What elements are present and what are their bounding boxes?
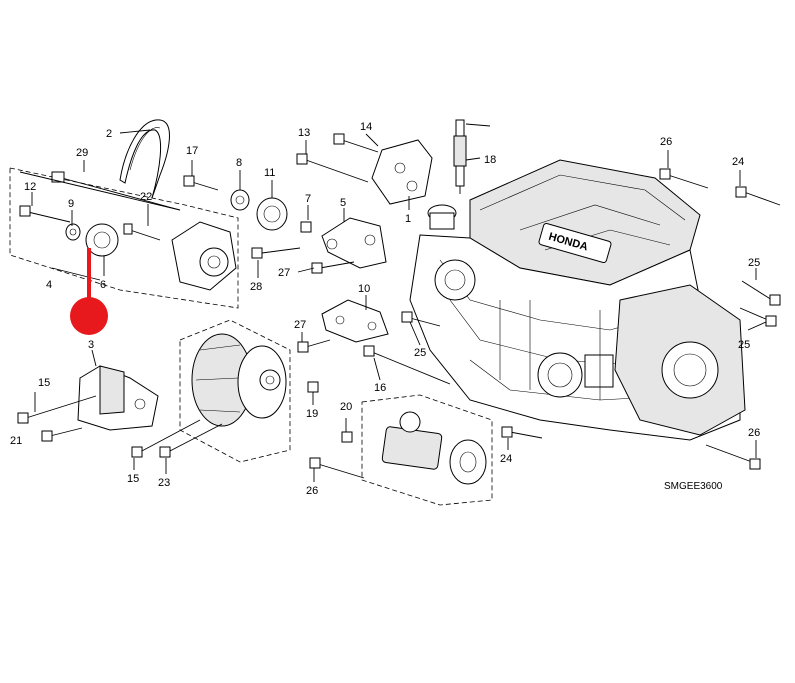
bolt-26-top [659, 168, 709, 189]
starter-group-box [361, 394, 493, 506]
callout-17: 17 [186, 145, 198, 157]
washer-9 [65, 223, 81, 241]
callout-27b: 27 [294, 319, 306, 331]
bolt-28 [251, 247, 301, 259]
callout-24a: 24 [500, 453, 512, 465]
callout-15b: 15 [127, 473, 139, 485]
highlight-marker [70, 248, 108, 335]
bolt-25-left [401, 311, 441, 327]
callout-19: 19 [306, 408, 318, 420]
callout-4: 4 [46, 279, 52, 291]
bolt-21 [41, 427, 83, 442]
callout-12: 12 [24, 181, 36, 193]
callout-14: 14 [360, 121, 372, 133]
callout-2: 2 [106, 128, 112, 140]
bolt-13 [296, 153, 369, 183]
callout-9: 9 [68, 198, 74, 210]
engine-assembly: HONDA [409, 159, 746, 441]
bolt-26-lower [309, 457, 365, 479]
callout-11: 11 [264, 167, 275, 179]
pulley-group-box [9, 167, 239, 309]
bolt-22 [123, 223, 161, 241]
bolt-27-lower [297, 339, 331, 353]
callout-25b: 25 [748, 257, 760, 269]
callout-29: 29 [76, 147, 88, 159]
callout-3: 3 [88, 339, 94, 351]
callout-15a: 15 [38, 377, 50, 389]
washer-8 [230, 189, 250, 211]
callout-5: 5 [340, 197, 346, 209]
callout-20: 20 [340, 401, 352, 413]
bolt-20 [341, 431, 353, 443]
tensioner-assembly [171, 221, 237, 291]
engine-mount-3 [77, 365, 159, 431]
bolt-17 [183, 175, 219, 191]
bolt-23 [159, 423, 223, 458]
bolt-16 [363, 345, 451, 385]
callout-26b: 26 [660, 136, 672, 148]
callout-labels: 2 29 17 8 11 12 22 9 7 5 13 14 18 1 6 4 … [10, 121, 760, 497]
callout-28: 28 [250, 281, 262, 293]
bolt-26-right [705, 444, 761, 470]
bolt-29 [51, 171, 181, 211]
callout-25a: 25 [414, 347, 426, 359]
bolt-12 [19, 205, 71, 223]
callout-21: 21 [10, 435, 22, 447]
callout-26c: 26 [748, 427, 760, 439]
callout-16: 16 [374, 382, 386, 394]
callout-27a: 27 [278, 267, 290, 279]
nut-19 [307, 381, 319, 393]
idler-pulley-6 [85, 223, 119, 257]
bolt-14 [333, 133, 379, 153]
bolt-15-left [17, 395, 97, 424]
bolt-24-top [735, 186, 781, 206]
starter-motor [381, 411, 487, 485]
callout-13: 13 [298, 127, 310, 139]
bolt-15-lower [131, 419, 201, 458]
callout-1: 1 [405, 213, 411, 225]
bolt-25-right [739, 307, 777, 327]
callout-25c: 25 [738, 339, 750, 351]
bracket-5 [321, 217, 387, 269]
callout-7: 7 [305, 193, 311, 205]
callout-23: 23 [158, 477, 170, 489]
alternator [191, 333, 287, 427]
diagram-code: SMGEE3600 [664, 481, 723, 492]
spark-plug-18 [453, 119, 467, 194]
bracket-1 [371, 139, 433, 205]
callout-26a: 26 [306, 485, 318, 497]
bolt-25-upper [741, 280, 781, 306]
bolt-24-lower [501, 426, 543, 439]
callout-6: 6 [100, 279, 106, 291]
callout-18: 18 [484, 154, 496, 166]
bracket-10 [321, 299, 389, 343]
nut-7 [300, 221, 312, 233]
callout-22: 22 [140, 191, 152, 203]
callout-24b: 24 [732, 156, 744, 168]
callout-10: 10 [358, 283, 370, 295]
alternator-group-box [179, 319, 291, 463]
bolt-27-upper [311, 261, 355, 274]
drive-belt [119, 119, 170, 199]
idler-pulley-11 [256, 197, 288, 231]
callout-8: 8 [236, 157, 242, 169]
leader-lines [19, 123, 767, 482]
